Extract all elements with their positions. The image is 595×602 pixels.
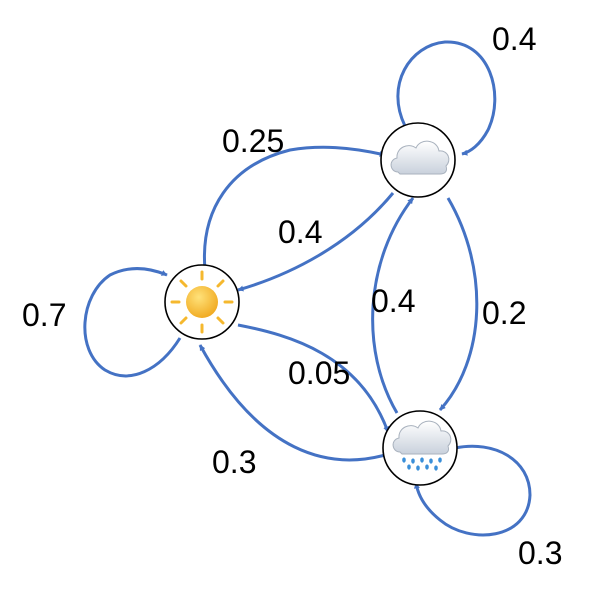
label-rainy-rainy: 0.3 [518, 535, 562, 571]
edge-sunny-cloudy [202, 145, 386, 271]
label-sunny-sunny: 0.7 [22, 297, 66, 333]
cloud-icon [390, 140, 450, 175]
label-cloudy-cloudy: 0.4 [492, 21, 536, 57]
edge-rainy-rainy [413, 444, 532, 537]
edge-sunny-sunny [83, 267, 182, 378]
edge-cloudy-rainy [438, 197, 479, 412]
state-rainy-node [382, 410, 458, 486]
edge-cloudy-sunny [237, 192, 395, 292]
state-cloudy-node [380, 122, 456, 198]
state-sunny-node [164, 264, 240, 340]
edge-cloudy-cloudy [396, 40, 497, 156]
label-cloudy-rainy: 0.2 [482, 295, 526, 331]
rain-cloud-icon [392, 420, 452, 471]
label-sunny-cloudy: 0.25 [222, 123, 284, 159]
edge-rainy-sunny [198, 344, 386, 462]
edge-sunny-rainy [237, 323, 390, 433]
label-cloudy-sunny: 0.4 [278, 214, 322, 250]
label-rainy-sunny: 0.3 [212, 444, 256, 480]
edge-rainy-cloudy [371, 197, 415, 414]
label-sunny-rainy: 0.05 [288, 355, 350, 391]
sun-icon [170, 270, 234, 334]
label-rainy-cloudy: 0.4 [371, 283, 415, 319]
